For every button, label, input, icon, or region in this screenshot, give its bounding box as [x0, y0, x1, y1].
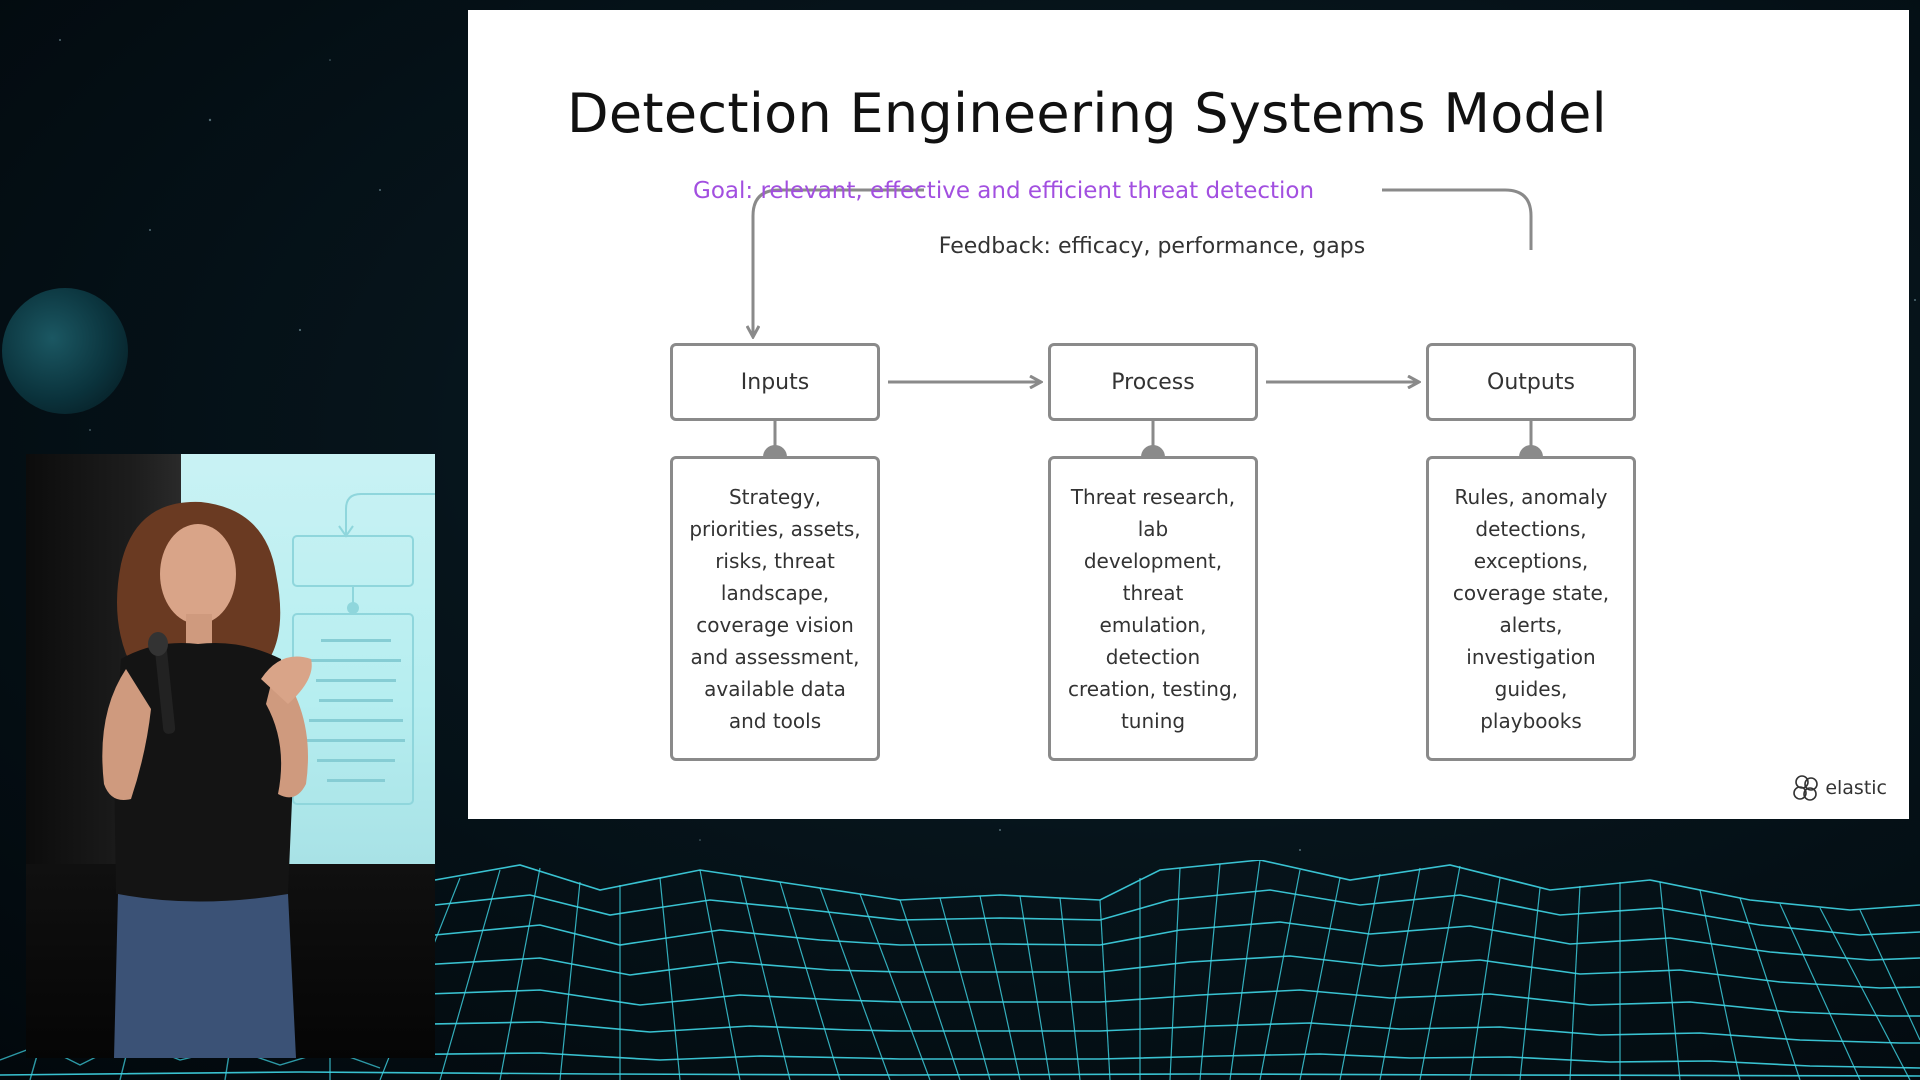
node-outputs: Outputs — [1426, 343, 1636, 421]
brand-name: elastic — [1825, 777, 1887, 799]
node-process-label: Process — [1111, 369, 1195, 395]
brand: elastic — [1791, 773, 1887, 803]
elastic-logo-icon — [1793, 775, 1819, 801]
node-process: Process — [1048, 343, 1258, 421]
projected-diagram-image — [292, 493, 435, 805]
node-inputs-label: Inputs — [740, 369, 810, 395]
wireframe-terrain — [0, 860, 1920, 1080]
planet — [2, 288, 128, 414]
detail-process-text: Threat research, lab development, threat… — [1067, 484, 1239, 733]
presentation-slide: Detection Engineering Systems Model Goal… — [468, 10, 1909, 819]
slide-goal: Goal: relevant, effective and efficient … — [693, 178, 1315, 204]
feedback-loop-line — [1382, 188, 1533, 250]
detail-inputs-text: Strategy, priorities, assets, risks, thr… — [689, 484, 861, 733]
feedback-label: Feedback: efficacy, performance, gaps — [932, 234, 1372, 259]
node-outputs-label: Outputs — [1487, 369, 1575, 395]
slide-title: Detection Engineering Systems Model — [567, 82, 1607, 145]
feedback-arrow-line — [753, 188, 924, 336]
node-inputs: Inputs — [670, 343, 880, 421]
detail-outputs-text: Rules, anomaly detections, exceptions, c… — [1452, 484, 1610, 733]
detail-outputs: Rules, anomaly detections, exceptions, c… — [1426, 456, 1636, 761]
speaker-camera-feed — [26, 454, 435, 1058]
detail-process: Threat research, lab development, threat… — [1048, 456, 1258, 761]
detail-inputs: Strategy, priorities, assets, risks, thr… — [670, 456, 880, 761]
speaker-figure — [102, 501, 312, 1058]
